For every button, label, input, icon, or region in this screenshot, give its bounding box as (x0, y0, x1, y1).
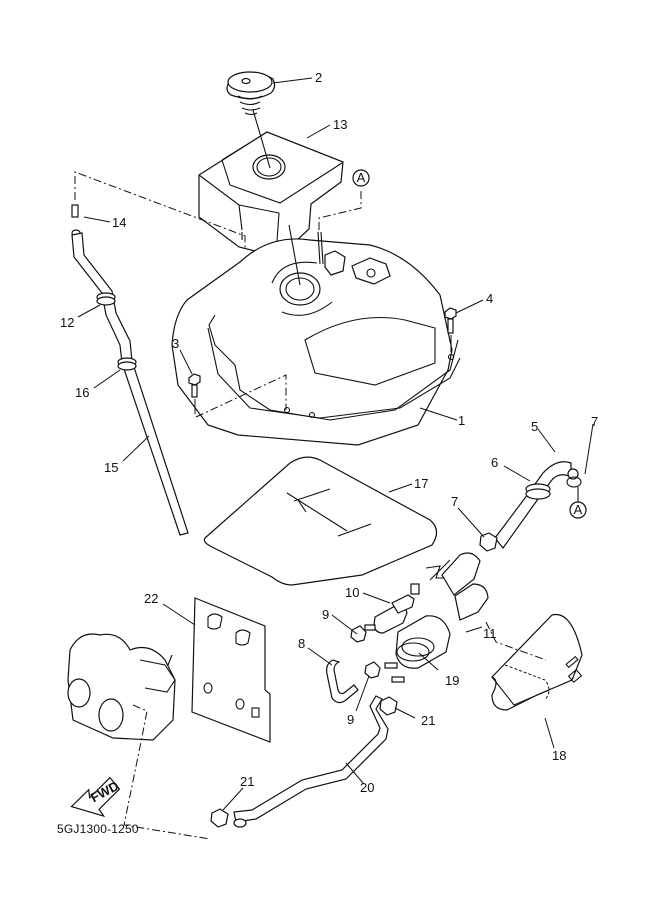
callout-8: 8 (298, 636, 305, 651)
callout-14: 14 (112, 215, 126, 230)
callout-15: 15 (104, 460, 118, 475)
callout-20: 20 (360, 780, 374, 795)
bolt-part-4 (444, 307, 457, 352)
callout-16: 16 (75, 385, 89, 400)
callout-10: 10 (345, 585, 359, 600)
callout-5: 5 (531, 419, 538, 434)
callout-7-left: 7 (451, 494, 458, 509)
diagram-code: 5GJ1300-1250 (57, 822, 139, 836)
callout-7-right: 7 (591, 414, 598, 429)
hose-part-5-6 (479, 461, 582, 552)
fuel-filter-part (364, 583, 420, 634)
leader-lines (77, 77, 594, 811)
callout-18: 18 (552, 748, 566, 763)
reference-marker-label: A (574, 502, 583, 517)
callout-12: 12 (60, 315, 74, 330)
filler-cover-part (198, 131, 344, 258)
callout-21-right: 21 (421, 713, 435, 728)
bolt-part-3 (188, 373, 201, 414)
callout-21-left: 21 (240, 774, 254, 789)
fuel-tank-part (171, 231, 461, 446)
fuel-hose-part-8 (326, 625, 381, 704)
breather-hose-part (71, 204, 189, 536)
callout-17: 17 (414, 476, 428, 491)
heat-protector-part (191, 597, 271, 743)
fuel-cap-part (226, 71, 276, 116)
callout-9-bottom: 9 (347, 712, 354, 727)
reference-marker-label: A (357, 170, 366, 185)
pump-cover-part (490, 613, 583, 711)
reference-marker-a-right: A (569, 487, 587, 519)
callout-13: 13 (333, 117, 347, 132)
callout-4: 4 (486, 291, 493, 306)
reference-marker-a-top: A (352, 169, 370, 187)
callout-3: 3 (172, 336, 179, 351)
forward-arrow-icon: FWD (70, 776, 121, 818)
callout-2: 2 (315, 70, 322, 85)
fuel-pump-part (384, 552, 489, 683)
tank-pad-part (203, 456, 438, 586)
callout-22: 22 (144, 591, 158, 606)
callout-11: 11 (483, 626, 497, 641)
callout-1: 1 (458, 413, 465, 428)
callout-6: 6 (491, 455, 498, 470)
fuel-hose-part-20 (210, 695, 398, 828)
throttle-body-part (67, 633, 211, 840)
callout-19: 19 (445, 673, 459, 688)
callout-9-top: 9 (322, 607, 329, 622)
callout-labels: 2 13 14 12 16 15 3 4 1 17 5 6 7 7 22 10 … (60, 70, 598, 795)
